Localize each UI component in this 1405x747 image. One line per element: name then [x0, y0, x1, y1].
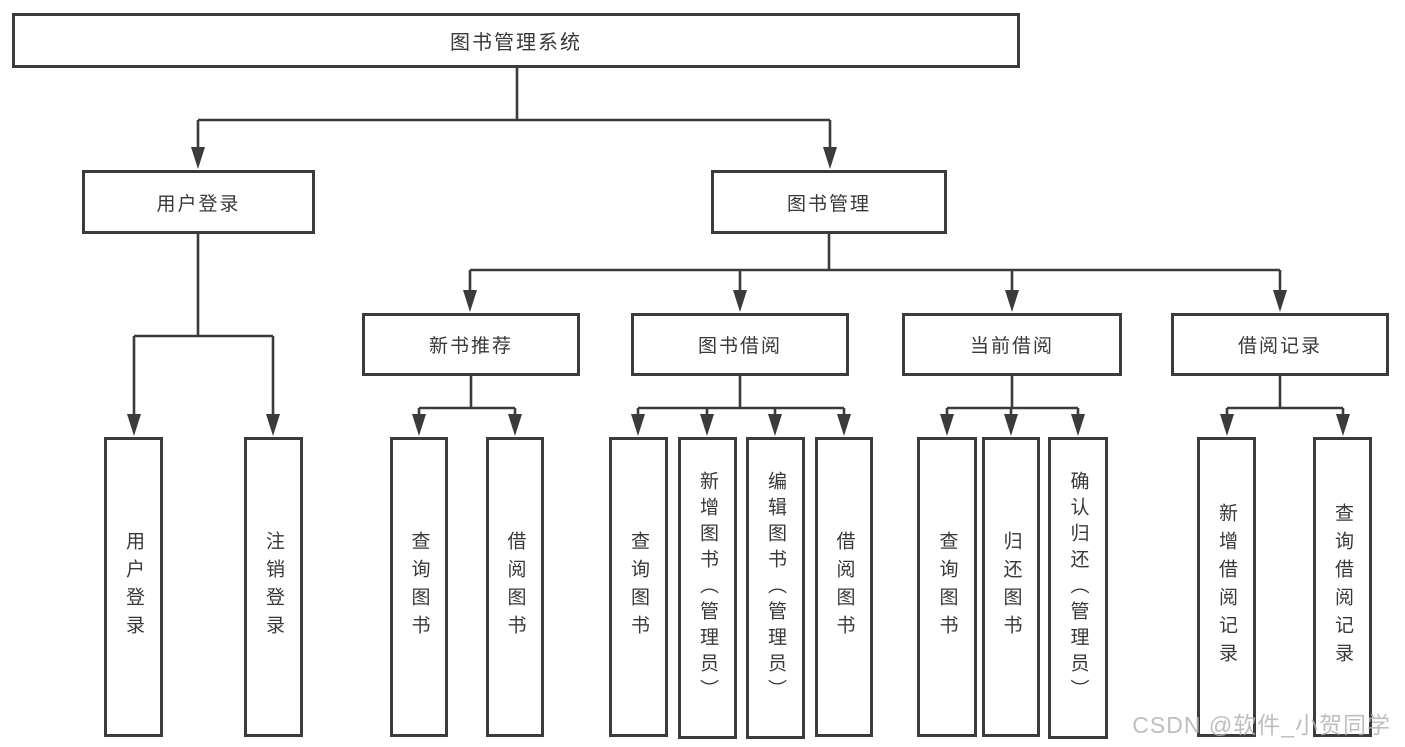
leaf-search-books-current: 查询图书	[917, 437, 977, 737]
node-borrowing-records: 借阅记录	[1171, 313, 1389, 376]
leaf-logout: 注销登录	[244, 437, 303, 737]
node-root-library-system: 图书管理系统	[12, 13, 1020, 68]
leaf-borrow-books-borrowing: 借阅图书	[815, 437, 873, 737]
node-label: 新书推荐	[428, 336, 513, 357]
node-label: 图书管理系统	[450, 32, 582, 54]
node-user-login: 用户登录	[82, 170, 315, 234]
leaf-search-books-recommend: 查询图书	[390, 437, 448, 737]
node-label: 新增图书（管理员）	[697, 471, 718, 705]
node-label: 用户登录	[123, 531, 144, 643]
node-label: 图书借阅	[697, 336, 782, 357]
node-label: 借阅图书	[833, 531, 855, 643]
node-label: 查询图书	[408, 531, 430, 643]
node-label: 注销登录	[263, 531, 284, 643]
leaf-user-login: 用户登录	[104, 437, 163, 737]
node-label: 查询图书	[936, 531, 958, 643]
node-book-borrowing: 图书借阅	[631, 313, 849, 376]
node-label: 查询图书	[628, 531, 649, 643]
leaf-return-books: 归还图书	[982, 437, 1040, 737]
leaf-borrow-books-recommend: 借阅图书	[486, 437, 544, 737]
leaf-confirm-return-admin: 确认归还（管理员）	[1048, 437, 1108, 739]
node-new-book-recommendation: 新书推荐	[362, 313, 580, 376]
node-current-borrowing: 当前借阅	[902, 313, 1122, 376]
csdn-watermark: CSDN @软件_小贺同学	[1132, 712, 1391, 738]
node-book-management: 图书管理	[711, 170, 947, 234]
node-label: 用户登录	[156, 193, 241, 215]
node-label: 编辑图书（管理员）	[765, 471, 786, 705]
node-label: 图书管理	[786, 193, 871, 215]
node-label: 新增借阅记录	[1216, 503, 1237, 671]
leaf-add-borrow-record: 新增借阅记录	[1197, 437, 1256, 737]
node-label: 当前借阅	[969, 336, 1054, 357]
leaf-edit-book-admin: 编辑图书（管理员）	[746, 437, 805, 739]
node-label: 查询借阅记录	[1332, 503, 1353, 671]
node-label: 归还图书	[1000, 531, 1022, 643]
node-label: 借阅图书	[504, 531, 526, 643]
node-label: 确认归还（管理员）	[1067, 471, 1089, 705]
leaf-add-book-admin: 新增图书（管理员）	[678, 437, 737, 739]
leaf-search-borrow-record: 查询借阅记录	[1313, 437, 1372, 737]
leaf-search-books-borrowing: 查询图书	[609, 437, 668, 737]
node-label: 借阅记录	[1237, 336, 1322, 357]
